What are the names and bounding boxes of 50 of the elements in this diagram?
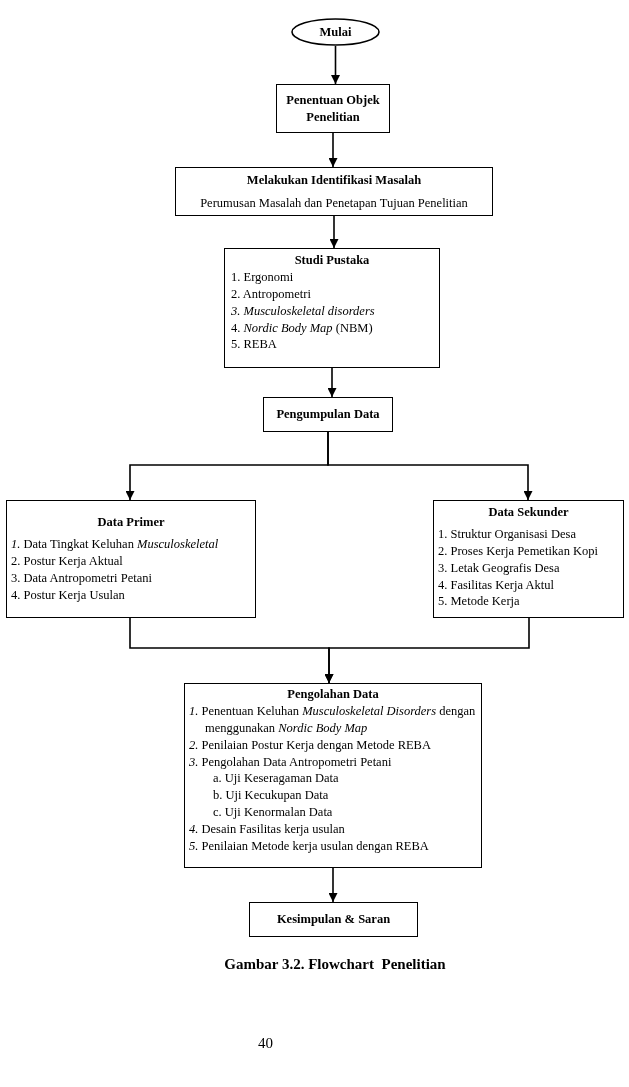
process-box xyxy=(433,500,624,618)
process-box xyxy=(184,683,482,868)
list-item: 2. Penilaian Postur Kerja dengan Metode REBA xyxy=(189,736,432,754)
page-number: 40 xyxy=(258,1035,273,1052)
list-item: 1. Data Tingkat Keluhan Musculoskeletal xyxy=(11,535,220,553)
arrow xyxy=(327,431,533,501)
list-item: c. Uji Kenormalan Data xyxy=(212,804,334,821)
node-heading: Data Primer xyxy=(96,514,166,531)
list-item: 4. Nordic Body Map (NBM) xyxy=(231,319,374,337)
list-item: 5. REBA xyxy=(231,336,278,354)
figure-caption: Gambar 3.2. Flowchart Penelitian xyxy=(223,956,447,973)
node-heading: Pengumpulan Data xyxy=(275,406,381,423)
list-item: 5. Penilaian Metode kerja usulan dengan REBA xyxy=(189,837,430,855)
arrow xyxy=(331,45,340,85)
arrow xyxy=(324,617,530,684)
node-heading: Mulai xyxy=(319,23,352,41)
node-heading: Pengolahan Data xyxy=(286,686,380,703)
process-box xyxy=(175,167,493,216)
arrow xyxy=(328,867,338,903)
list-item: 2. Antropometri xyxy=(231,285,312,303)
process-box xyxy=(263,397,393,432)
process-box xyxy=(224,248,440,368)
list-item: b. Uji Kecukupan Data xyxy=(212,787,330,805)
list-item: 1. Ergonomi xyxy=(231,268,295,286)
list-item: 2. Postur Kerja Aktual xyxy=(11,552,124,570)
list-item: 3. Pengolahan Data Antropometri Petani xyxy=(189,753,393,771)
list-item: a. Uji Keseragaman Data xyxy=(212,770,340,788)
list-item: 1. Penentuan Keluhan Musculoskeletal Disorders dengan menggunakan Nordic Body Map xyxy=(189,702,477,737)
list-item: 2. Proses Kerja Pemetikan Kopi xyxy=(438,542,600,560)
process-box xyxy=(6,500,256,618)
node-heading: Studi Pustaka xyxy=(293,252,371,269)
node-heading: Kesimpulan & Saran xyxy=(275,911,392,928)
list-item: 5. Metode Kerja xyxy=(438,593,521,611)
list-item: 3. Musculoskeletal disorders xyxy=(231,302,376,320)
arrow xyxy=(327,367,337,398)
list-item: 3. Data Antropometri Petani xyxy=(11,569,153,587)
arrow xyxy=(328,132,338,168)
process-box xyxy=(249,902,418,937)
node-heading: Data Sekunder xyxy=(487,504,570,521)
node-heading: Melakukan Identifikasi Masalah xyxy=(245,172,423,189)
process-box xyxy=(276,84,390,133)
arrow xyxy=(329,215,339,249)
start-terminal xyxy=(291,18,380,46)
list-item: 4. Desain Fasilitas kerja usulan xyxy=(189,821,346,838)
list-item: 4. Postur Kerja Usulan xyxy=(11,586,126,604)
list-item: 4. Fasilitas Kerja Aktul xyxy=(438,576,555,594)
list-item: 3. Letak Geografis Desa xyxy=(438,559,561,577)
node-description: Perumusan Masalah dan Penetapan Tujuan Penelitian xyxy=(199,194,469,212)
node-heading: Penentuan Objek Penelitian xyxy=(285,92,381,126)
list-item: 1. Struktur Organisasi Desa xyxy=(438,525,577,543)
